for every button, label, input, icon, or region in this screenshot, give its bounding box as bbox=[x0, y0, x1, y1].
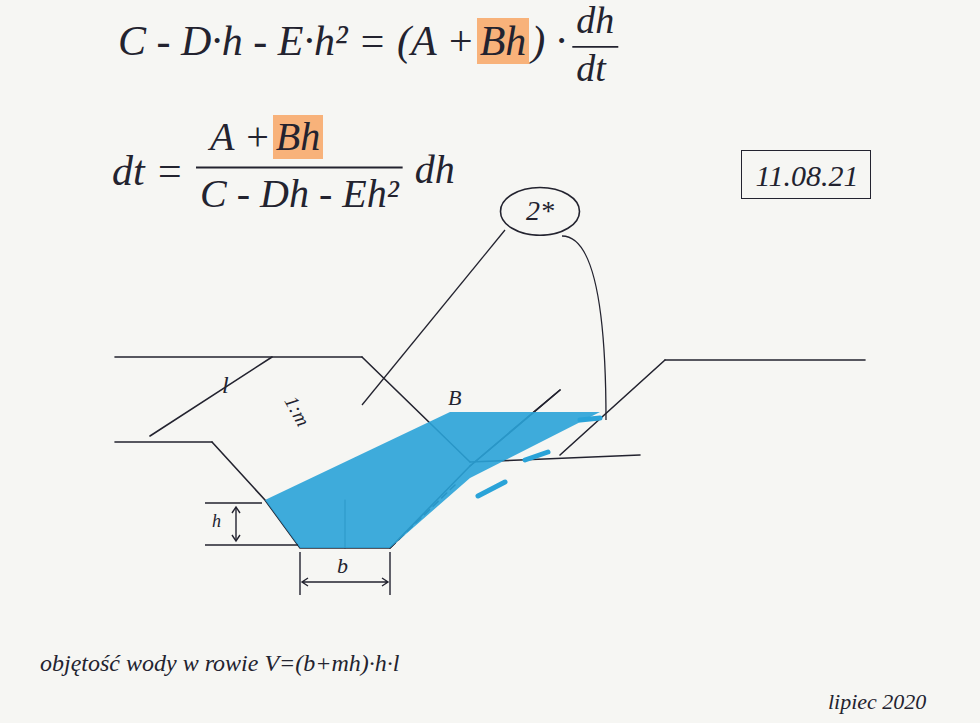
b-ticks bbox=[300, 552, 390, 595]
equation-part: ) · bbox=[531, 18, 566, 64]
fraction-numerator: dh bbox=[576, 0, 614, 42]
h-ticks bbox=[205, 503, 298, 545]
fraction-numerator: A + bbox=[210, 115, 271, 159]
ground-line bbox=[115, 441, 212, 443]
node-text: 2* bbox=[526, 196, 554, 227]
b-dimension bbox=[302, 578, 388, 586]
note-text: objętość wody w rowie V=(b+mh)·h·l bbox=[40, 650, 399, 676]
leader-line bbox=[562, 236, 606, 420]
date-box: 11.08.21 bbox=[741, 150, 872, 199]
node-text: 11.08.21 bbox=[756, 159, 857, 192]
dimension-label: B bbox=[448, 386, 461, 410]
ground-line bbox=[665, 359, 865, 361]
h-arrows bbox=[232, 507, 240, 541]
dimension-label: b bbox=[337, 554, 348, 578]
water-body bbox=[265, 412, 600, 548]
h-dimension bbox=[235, 507, 236, 541]
date-note: lipiec 2020 bbox=[828, 690, 926, 714]
trench-outline bbox=[115, 357, 865, 548]
equation-part: dh bbox=[415, 148, 455, 192]
length-line bbox=[150, 357, 272, 436]
highlighted-term: Bh bbox=[273, 115, 323, 159]
callout-ellipse: 2* bbox=[499, 186, 581, 237]
water-stroke bbox=[580, 418, 600, 420]
highlighted-term: Bh bbox=[477, 18, 530, 64]
leader-lines bbox=[362, 230, 606, 420]
dimension-label: l bbox=[222, 372, 229, 398]
ground-line bbox=[115, 356, 362, 358]
water-strokes bbox=[478, 418, 600, 496]
fraction-bar bbox=[196, 167, 403, 169]
fraction-denominator: C - Dh - Eh² bbox=[200, 172, 399, 216]
equation-part: C - D·h - E·h² = (A + bbox=[118, 18, 475, 64]
fraction-denominator: dt bbox=[576, 48, 606, 90]
leader-line bbox=[362, 230, 505, 405]
water-stroke bbox=[478, 482, 505, 496]
far-slope bbox=[560, 360, 665, 455]
dimensions bbox=[205, 503, 390, 595]
ellipse-outline bbox=[501, 187, 580, 235]
dimension-label: h bbox=[212, 512, 221, 532]
water-stroke bbox=[525, 452, 548, 460]
equation-part: dt = bbox=[112, 148, 184, 194]
